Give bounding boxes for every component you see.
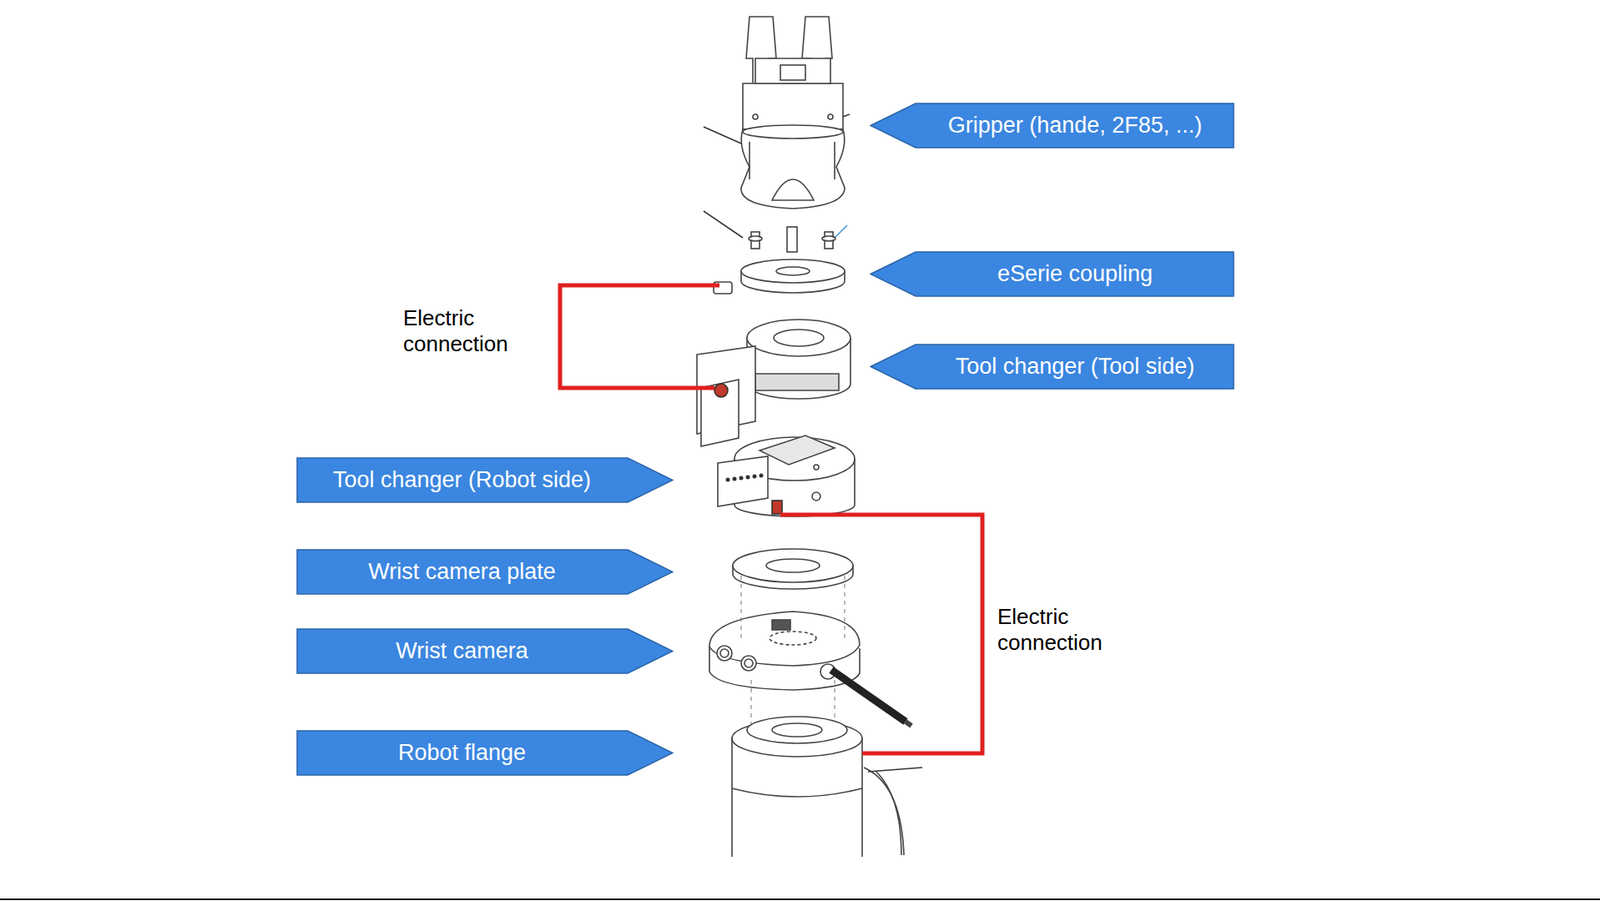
- label-text: Robot flange: [398, 740, 526, 767]
- wire-label: Electric connection: [403, 305, 529, 358]
- label-text: Gripper (hande, 2F85, ...): [948, 112, 1203, 139]
- label-text: Wrist camera: [395, 638, 529, 665]
- pointer-label: Tool changer (Robot side): [296, 457, 674, 504]
- pointer-label: Robot flange: [296, 730, 674, 777]
- pointer-label: Wrist camera: [296, 628, 674, 675]
- pointer-label: Wrist camera plate: [296, 549, 674, 596]
- pointer-label: Tool changer (Tool side): [869, 343, 1235, 390]
- label-text: Wrist camera plate: [368, 559, 556, 586]
- baseline-rule: [0, 898, 1600, 901]
- label-text: Tool changer (Tool side): [955, 353, 1196, 380]
- label-text: Tool changer (Robot side): [333, 467, 591, 494]
- pointer-label: eSerie coupling: [869, 251, 1235, 298]
- wire-label: Electric connection: [997, 604, 1123, 657]
- label-text: eSerie coupling: [997, 261, 1153, 288]
- pointer-label: Gripper (hande, 2F85, ...): [869, 102, 1235, 149]
